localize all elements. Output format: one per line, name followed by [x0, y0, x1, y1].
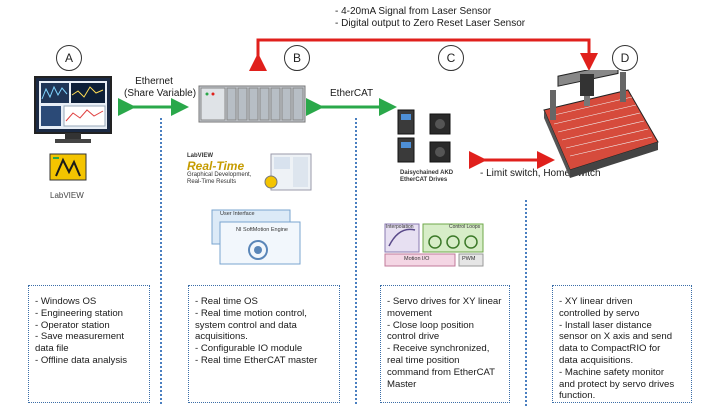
interp-label: Interpolation: [386, 224, 414, 230]
compactrio-image: [198, 85, 306, 123]
description-line: command from EtherCAT: [387, 366, 496, 378]
description-line: Master: [387, 378, 417, 390]
description-box-b: - Real time OS- Real time motion control…: [188, 285, 340, 403]
description-line: - Real time motion control,: [195, 307, 307, 319]
cnc-machine-image: [543, 70, 659, 178]
ethernet-label-line1: Ethernet: [135, 76, 173, 87]
description-line: data to CompactRIO for: [559, 343, 661, 355]
description-line: - Windows OS: [35, 296, 97, 307]
motion-io-label: Motion I/O: [404, 256, 430, 262]
description-line: - Save measurement: [35, 331, 125, 343]
engine-label: NI SoftMotion Engine: [236, 227, 288, 233]
description-line: movement: [387, 307, 432, 319]
description-line: system control and data: [195, 319, 297, 331]
softmotion-image: [211, 209, 301, 265]
description-list-a: - Windows OS- Engineering station- Opera…: [35, 296, 143, 367]
description-line: - Receive synchronized,: [387, 343, 490, 355]
node-a-label: A: [56, 45, 82, 71]
description-line: - Servo drives for XY linear: [387, 296, 502, 307]
description-line: - Operator station: [35, 319, 110, 331]
realtime-sub1: Graphical Development,: [187, 172, 252, 178]
description-line: real time position: [387, 354, 460, 366]
limit-switch-label: - Limit switch, Home switch: [480, 168, 601, 179]
control-loops-label: Control Loops: [449, 224, 481, 230]
divider-a-b: [160, 118, 162, 404]
drives-caption: Daisychained AKD EtherCAT Drives: [400, 170, 470, 184]
description-line: data acquisitions.: [559, 354, 634, 366]
description-box-a: - Windows OS- Engineering station- Opera…: [28, 285, 150, 403]
realtime-sub2: Real-Time Results: [187, 179, 237, 185]
ethernet-label-line2: (Share Variable): [124, 88, 197, 99]
description-line: function.: [559, 390, 596, 402]
realtime-title: Real-Time: [187, 159, 245, 173]
control-loops-image: [384, 223, 484, 267]
drives-caption-line1: Daisychained AKD: [400, 170, 454, 176]
top-signal-line1: - 4-20mA Signal from Laser Sensor: [335, 6, 492, 17]
divider-c-d: [525, 200, 527, 406]
description-line: - Machine safety monitor: [559, 366, 665, 378]
description-line: and protect by servo drives: [559, 378, 675, 390]
front-panel-image: [264, 153, 312, 191]
description-line: data file: [35, 343, 69, 355]
divider-b-c: [355, 118, 357, 404]
description-line: - Offline data analysis: [35, 354, 128, 366]
node-d-label: D: [612, 45, 638, 71]
description-line: - XY linear driven: [559, 296, 633, 307]
top-signal-line2: - Digital output to Zero Reset Laser Sen…: [335, 18, 526, 29]
ethernet-label: Ethernet (Share Variable): [124, 76, 197, 100]
description-line: - Engineering station: [35, 307, 123, 319]
description-line: acquisitions.: [195, 331, 248, 343]
ui-label: User Interface: [220, 211, 255, 217]
node-b-label: B: [284, 45, 310, 71]
description-line: - Close loop position: [387, 319, 474, 331]
monitor-image: [34, 76, 112, 143]
top-signal-text: - 4-20mA Signal from Laser Sensor - Digi…: [335, 6, 525, 30]
description-line: controlled by servo: [559, 307, 640, 319]
description-list-b: - Real time OS- Real time motion control…: [195, 296, 333, 367]
drives-caption-line2: EtherCAT Drives: [400, 177, 448, 183]
description-line: - Configurable IO module: [195, 343, 303, 355]
pwm-label: PWM: [462, 256, 476, 262]
servo-drives-image: [397, 109, 451, 163]
description-line: - Real time EtherCAT master: [195, 354, 318, 366]
node-c-label: C: [438, 45, 464, 71]
laser-signal-arrow: [249, 38, 598, 71]
labview-logo: [49, 153, 87, 181]
labview-logo-text: LabVIEW: [50, 191, 84, 200]
ethercat-label: EtherCAT: [330, 88, 374, 99]
realtime-brand: LabVIEW: [187, 153, 214, 159]
description-line: - Real time OS: [195, 296, 258, 307]
description-line: control drive: [387, 331, 440, 343]
description-line: sensor on X axis and send: [559, 331, 673, 343]
description-line: - Install laser distance: [559, 319, 652, 331]
realtime-logo: LabVIEW Real-Time Graphical Development,…: [187, 153, 267, 186]
